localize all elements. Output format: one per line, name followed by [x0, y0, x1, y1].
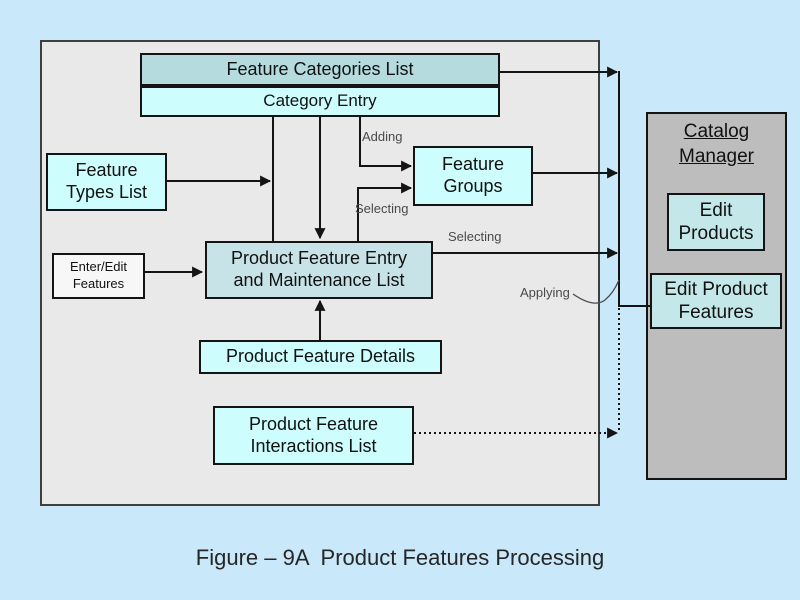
- feature-types-list-box: Feature Types List: [46, 153, 167, 211]
- figure-caption: Figure – 9A Product Features Processing: [195, 545, 605, 570]
- product-feature-interactions-box: Product Feature Interactions List: [213, 406, 414, 465]
- product-feature-entry-box: Product Feature Entry and Maintenance Li…: [205, 241, 433, 299]
- feature-categories-list-box: Feature Categories List: [140, 53, 500, 86]
- edit-product-features-box: Edit Product Features: [650, 273, 782, 329]
- applying-label: Applying: [520, 285, 570, 300]
- adding-label: Adding: [362, 129, 403, 144]
- feature-groups-box: Feature Groups: [413, 146, 533, 206]
- catalog-manager-title: Catalog Manager: [679, 121, 754, 167]
- enter-edit-features-box: Enter/Edit Features: [52, 253, 145, 299]
- product-feature-details-box: Product Feature Details: [199, 340, 442, 374]
- category-entry-box: Category Entry: [140, 86, 500, 117]
- selecting-to-groups-label: Selecting: [355, 201, 409, 216]
- selecting-to-manager-label: Selecting: [448, 229, 502, 244]
- edit-products-box: Edit Products: [667, 193, 765, 251]
